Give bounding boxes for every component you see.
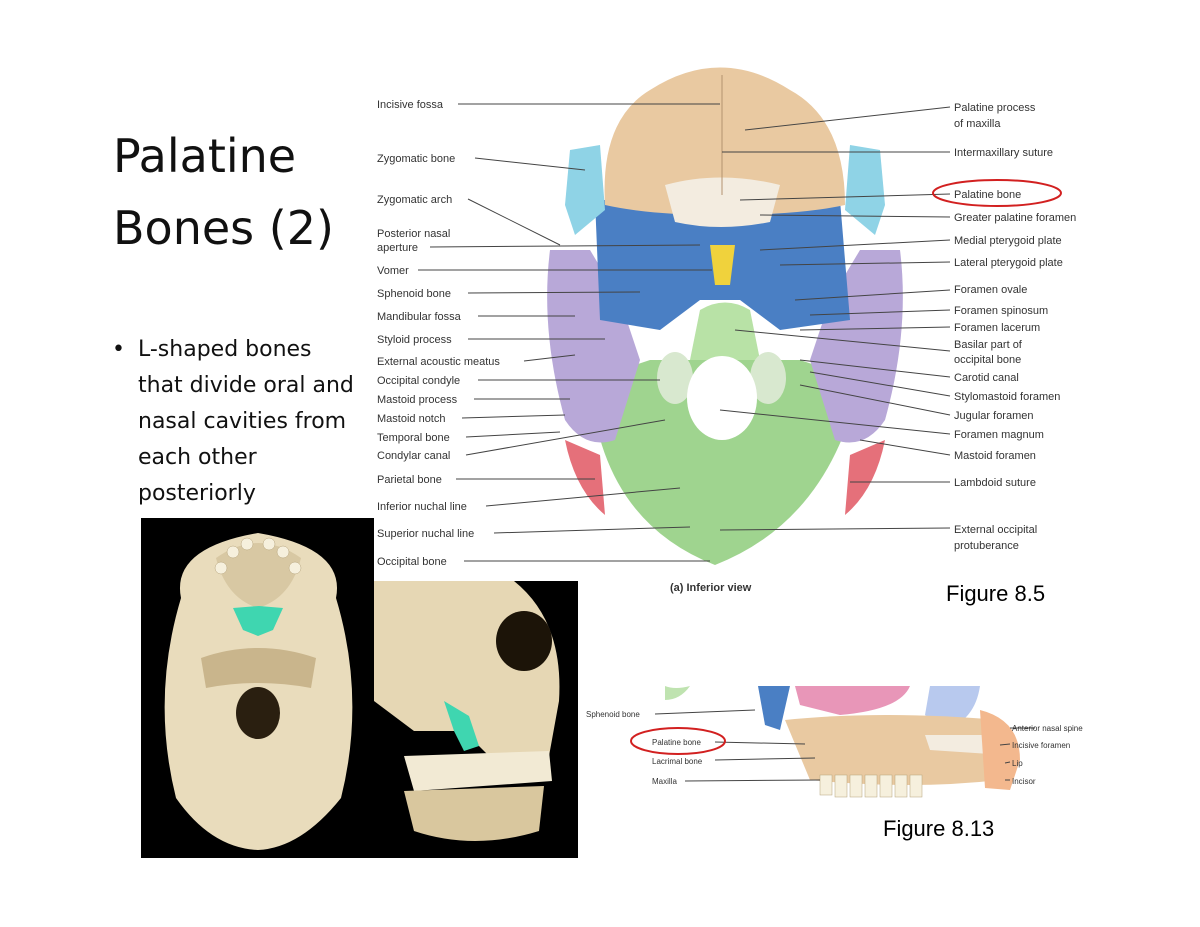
title-line-1: Palatine (113, 129, 297, 183)
palatine-highlight-teal (233, 606, 283, 636)
label-sphenoid-bone-8-13: Sphenoid bone (586, 710, 640, 719)
label-basilar-part: Basilar part of (954, 339, 1023, 351)
right-leader-lines (719, 106, 951, 531)
label-occipital-bone: Occipital bone (377, 556, 447, 568)
figure-8-13-diagram: Sphenoid bone Palatine bone Lacrimal bon… (586, 686, 1083, 798)
parietal-bone-right-shape (845, 440, 885, 515)
skull-lateral-photo (374, 581, 578, 858)
palatine-highlight-teal-lateral (444, 701, 479, 751)
slide-title: Palatine Bones (2) (113, 120, 334, 264)
right-labels: Palatine process of maxilla Intermaxilla… (954, 102, 1076, 552)
label-greater-palatine-foramen: Greater palatine foramen (954, 212, 1076, 224)
label-palatine-process: Palatine process (954, 102, 1036, 114)
basilar-part-shape (690, 302, 760, 360)
label-mastoid-notch: Mastoid notch (377, 413, 445, 425)
label-palatine-bone: Palatine bone (954, 189, 1021, 201)
label-temporal-bone: Temporal bone (377, 432, 450, 444)
label-parietal-bone: Parietal bone (377, 474, 442, 486)
label-foramen-lacerum: Foramen lacerum (954, 322, 1040, 334)
parietal-bone-left-shape (565, 440, 605, 515)
label-vomer: Vomer (377, 265, 409, 277)
label-jugular-foramen: Jugular foramen (954, 410, 1034, 422)
occipital-condyle-right-shape (750, 352, 786, 404)
label-stylomastoid-foramen: Stylomastoid foramen (954, 391, 1060, 403)
bullet-text: L-shaped bones that divide oral and nasa… (138, 337, 354, 506)
label-anterior-nasal-spine: Anterior nasal spine (1012, 724, 1083, 733)
skull-inferior-illustration (547, 67, 903, 565)
label-mandibular-fossa: Mandibular fossa (377, 311, 462, 323)
zygomatic-bone-right-shape (845, 145, 885, 235)
label-foramen-ovale: Foramen ovale (954, 284, 1027, 296)
left-leader-lines (418, 103, 720, 562)
label-lip: Lip (1012, 759, 1023, 768)
occipital-condyle-left-shape (657, 352, 693, 404)
label-sphenoid-bone: Sphenoid bone (377, 288, 451, 300)
occipital-bone-shape (590, 360, 860, 565)
label-incisor: Incisor (1012, 777, 1036, 786)
label-zygomatic-bone: Zygomatic bone (377, 153, 455, 165)
label-zygomatic-arch: Zygomatic arch (377, 194, 452, 206)
label-palatine-bone-8-13: Palatine bone (652, 738, 701, 747)
label-external-acoustic-meatus: External acoustic meatus (377, 356, 500, 368)
label-foramen-magnum: Foramen magnum (954, 429, 1044, 441)
vomer-shape (710, 245, 735, 285)
label-external-occipital: External occipital (954, 524, 1037, 536)
label-carotid-canal: Carotid canal (954, 372, 1019, 384)
palatine-bone-shape (665, 177, 780, 227)
label-of-maxilla: of maxilla (954, 118, 1001, 130)
label-aperture: aperture (377, 242, 418, 254)
foramen-magnum-shape (687, 356, 757, 440)
zygomatic-bone-left-shape (565, 145, 605, 235)
figure-8-5-caption: Figure 8.5 (946, 581, 1046, 606)
label-incisive-foramen: Incisive foramen (1012, 741, 1070, 750)
bullet-dot-icon: • (112, 337, 125, 362)
label-mastoid-process: Mastoid process (377, 394, 458, 406)
inferior-view-caption: (a) Inferior view (670, 582, 752, 594)
label-condylar-canal: Condylar canal (377, 450, 450, 462)
label-mastoid-foramen: Mastoid foramen (954, 450, 1036, 462)
title-line-2: Bones (2) (113, 201, 334, 255)
label-incisive-fossa: Incisive fossa (377, 99, 444, 111)
label-intermaxillary-suture: Intermaxillary suture (954, 147, 1053, 159)
label-maxilla-8-13: Maxilla (652, 777, 677, 786)
label-superior-nuchal-line: Superior nuchal line (377, 528, 474, 540)
label-posterior-nasal: Posterior nasal (377, 228, 450, 240)
label-lateral-pterygoid-plate: Lateral pterygoid plate (954, 257, 1063, 269)
figure-8-13-caption: Figure 8.13 (883, 816, 995, 841)
bullet-point: • L-shaped bones that divide oral and na… (112, 332, 362, 512)
label-foramen-spinosum: Foramen spinosum (954, 305, 1048, 317)
label-styloid-process: Styloid process (377, 334, 452, 346)
left-labels: Incisive fossa Zygomatic bone Zygomatic … (377, 99, 500, 568)
label-occipital-bone-right: occipital bone (954, 354, 1021, 366)
label-medial-pterygoid-plate: Medial pterygoid plate (954, 235, 1062, 247)
label-lacrimal-bone-8-13: Lacrimal bone (652, 757, 703, 766)
palatine-highlight-circle-8-13 (630, 727, 726, 755)
skull-inferior-photo (141, 518, 374, 858)
palatine-highlight-circle (932, 179, 1062, 207)
label-protuberance: protuberance (954, 540, 1019, 552)
label-inferior-nuchal-line: Inferior nuchal line (377, 501, 467, 513)
label-lambdoid-suture: Lambdoid suture (954, 477, 1036, 489)
label-occipital-condyle: Occipital condyle (377, 375, 460, 387)
